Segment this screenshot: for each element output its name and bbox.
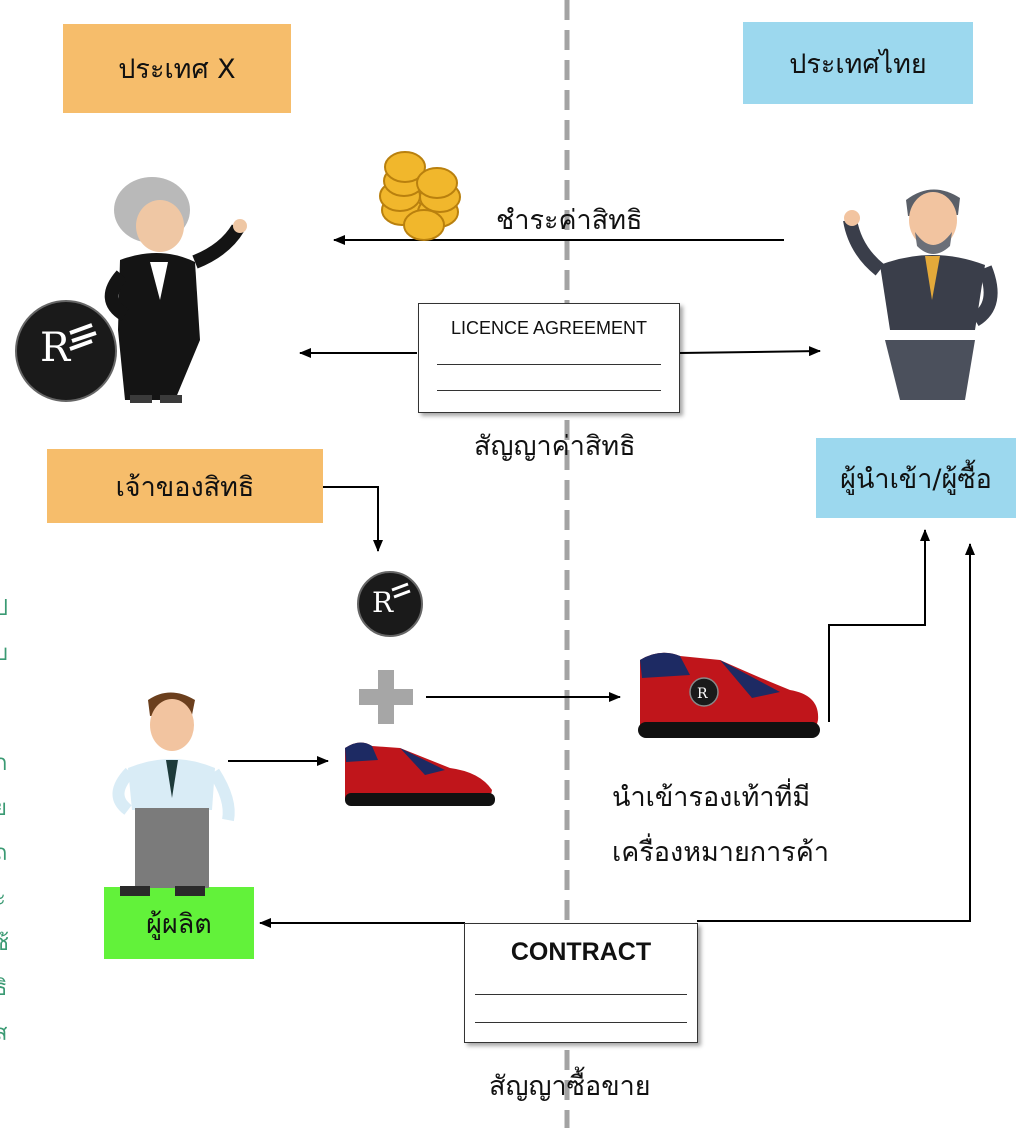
arrow-contract-to-importer xyxy=(697,543,975,922)
branded-shoe-icon: R xyxy=(638,652,820,738)
country-thailand-box: ประเทศไทย xyxy=(743,22,973,104)
licence-agreement-title: LICENCE AGREEMENT xyxy=(450,318,648,338)
pay-royalty-label: ชำระค่าสิทธิ xyxy=(496,205,643,236)
svg-text:ช้: ช้ xyxy=(0,931,9,956)
brand-logo-small: R xyxy=(357,571,423,637)
manufacturer-person-icon xyxy=(112,692,235,896)
import-shoes-label-1: นำเข้ารองเท้าที่มี xyxy=(612,782,811,813)
country-thailand-label: ประเทศไทย xyxy=(789,48,927,80)
svg-text:R: R xyxy=(372,586,394,619)
sale-contract-label: สัญญาซื้อขาย xyxy=(489,1071,651,1102)
svg-text:R: R xyxy=(697,686,708,702)
manufacturer-label: ผู้ผลิต xyxy=(146,908,212,940)
licence-contract-label: สัญญาค่าสิทธิ xyxy=(474,431,636,462)
shoe-logo-icon xyxy=(689,677,719,707)
plain-shoe-icon xyxy=(345,742,495,806)
manufacturer-box: ผู้ผลิต xyxy=(104,887,254,959)
svg-text:ส: ส xyxy=(0,1021,8,1046)
plus-icon xyxy=(359,670,413,724)
rights-owner-person-icon xyxy=(104,177,247,403)
svg-text:ธิ: ธิ xyxy=(0,976,7,1001)
importer-person-icon xyxy=(843,189,998,400)
svg-text:ถ: ถ xyxy=(0,841,7,866)
importer-label: ผู้นำเข้า/ผู้ซื้อ xyxy=(840,463,992,495)
svg-text:ป: ป xyxy=(0,596,8,621)
svg-text:R: R xyxy=(40,325,72,371)
svg-text:ะ: ะ xyxy=(0,886,6,911)
arrow-owner-to-logo xyxy=(322,486,383,552)
svg-text:ย: ย xyxy=(0,796,7,821)
contract-title: CONTRACT xyxy=(510,938,652,966)
svg-text:ก: ก xyxy=(0,751,7,776)
importer-box: ผู้นำเข้า/ผู้ซื้อ xyxy=(816,438,1016,518)
brand-logo-large: R xyxy=(15,300,117,402)
rights-owner-box: เจ้าของสิทธิ xyxy=(47,449,323,523)
rights-owner-label: เจ้าของสิทธิ xyxy=(115,471,255,503)
country-x-label: ประเทศ X xyxy=(118,54,236,85)
country-x-box: ประเทศ X xyxy=(63,24,291,113)
arrow-licence-right xyxy=(679,346,821,357)
svg-text:บ: บ xyxy=(0,641,8,666)
import-shoes-label-2: เครื่องหมายการค้า xyxy=(612,837,830,868)
arrow-shoe-to-importer xyxy=(828,529,930,722)
licence-agreement-document: LICENCE AGREEMENT xyxy=(418,303,680,413)
contract-document: CONTRACT xyxy=(464,923,698,1043)
